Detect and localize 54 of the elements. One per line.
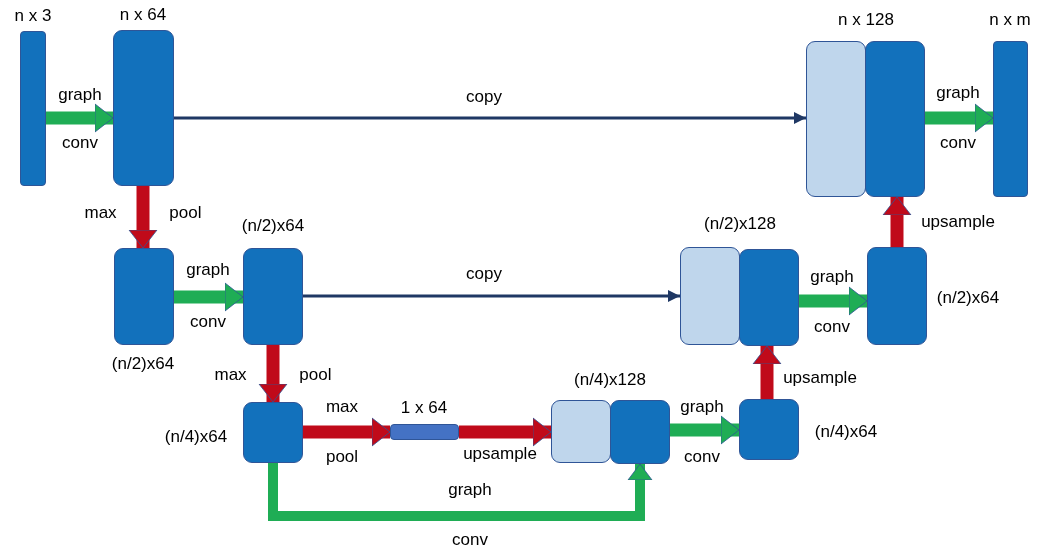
edge-label: graph conv [447, 479, 493, 551]
rounded-box [865, 41, 925, 197]
rounded-box [114, 248, 174, 345]
block-arrow [303, 417, 391, 447]
block-arrow [46, 103, 114, 133]
block-arrow [799, 286, 868, 316]
size-label: n x m [989, 10, 1031, 30]
size-label: (n/4)x64 [814, 422, 878, 442]
block-arrow [268, 463, 653, 521]
feature-bar [20, 31, 46, 186]
edge-label: graph conv [57, 84, 103, 154]
rounded-box [739, 399, 799, 460]
rounded-box [243, 402, 303, 463]
size-label: (n/4)x64 [164, 427, 228, 447]
edge-label: graph conv [935, 82, 981, 154]
size-label: (n/2)x64 [241, 216, 305, 236]
block-arrow [882, 196, 912, 247]
rounded-box [680, 247, 740, 345]
feature-bar [390, 424, 459, 440]
size-label: 1 x 64 [400, 398, 448, 418]
edge-label: max pool [214, 365, 332, 385]
edge-label: max pool [324, 396, 360, 468]
size-label: (n/2)x64 [111, 354, 175, 374]
arrow [174, 112, 806, 124]
rounded-box [551, 400, 611, 463]
edge-label: upsample [921, 212, 995, 232]
edge-label: graph conv [679, 396, 725, 468]
edge-label: copy [466, 87, 502, 107]
block-arrow [174, 282, 244, 312]
block-arrow [128, 186, 158, 249]
rounded-box [806, 41, 866, 197]
rounded-box [739, 249, 799, 346]
size-label: n x 128 [838, 10, 894, 30]
block-arrow [752, 345, 782, 399]
size-label: n x 3 [14, 6, 52, 26]
size-label: (n/2)x128 [704, 214, 776, 234]
rounded-box [867, 247, 927, 345]
edge-label: upsample [783, 368, 857, 388]
block-arrow [925, 103, 994, 133]
size-label: (n/2)x64 [936, 288, 1000, 308]
rounded-box [610, 400, 670, 464]
block-arrow [670, 415, 740, 445]
arrow [303, 290, 680, 302]
block-arrow [459, 417, 552, 447]
edge-label: copy [466, 264, 502, 284]
edge-label: upsample [463, 444, 537, 464]
size-label: (n/4)x128 [574, 370, 646, 390]
size-label: n x 64 [119, 5, 167, 25]
feature-bar [993, 41, 1028, 197]
rounded-box [113, 30, 174, 186]
edge-label: max pool [84, 203, 202, 223]
block-arrow [258, 345, 288, 403]
rounded-box [243, 248, 303, 345]
edge-label: graph conv [809, 266, 855, 338]
